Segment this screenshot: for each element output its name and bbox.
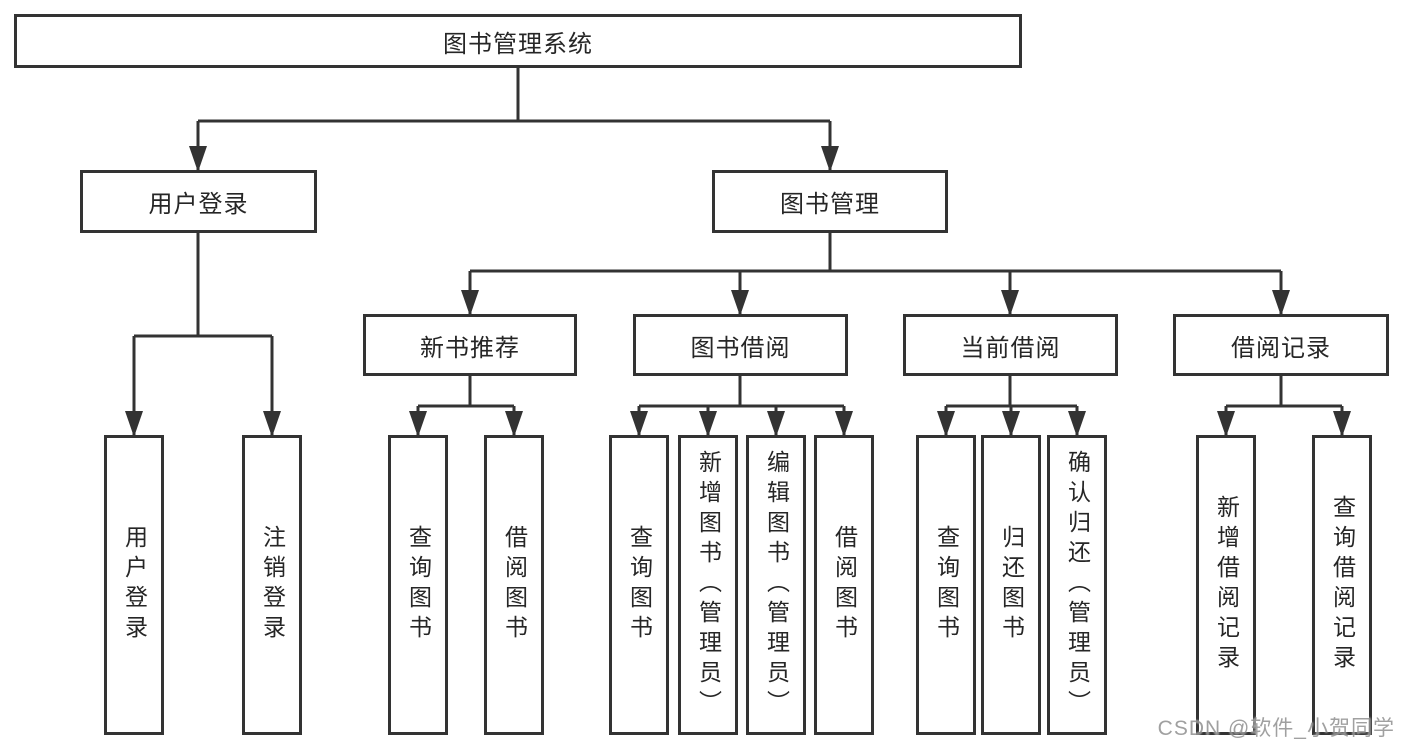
leaf-search-borrow-record: 查询借阅记录 <box>1312 435 1372 735</box>
connector-new-book-to-leaves <box>409 376 523 437</box>
node-new-book-recommendation: 新书推荐 <box>363 314 577 376</box>
leaf-add-books-admin: 新增图书（管理员） <box>678 435 738 735</box>
node-borrowing-records: 借阅记录 <box>1173 314 1389 376</box>
leaf-borrow-books: 借阅图书 <box>814 435 874 735</box>
connector-user-login-to-leaves <box>125 233 281 437</box>
leaf-search-books-current: 查询图书 <box>916 435 976 735</box>
leaf-search-books-newbook: 查询图书 <box>388 435 448 735</box>
connector-book-borrow-to-leaves <box>630 376 853 437</box>
connector-book-management-to-level3 <box>461 233 1290 316</box>
node-book-borrowing: 图书借阅 <box>633 314 848 376</box>
leaf-edit-books-admin: 编辑图书（管理员） <box>746 435 806 735</box>
leaf-add-borrow-record: 新增借阅记录 <box>1196 435 1256 735</box>
connector-current-borrow-to-leaves <box>937 376 1086 437</box>
node-user-login: 用户登录 <box>80 170 317 233</box>
leaf-borrow-books-newbook: 借阅图书 <box>484 435 544 735</box>
connector-root-to-level2 <box>189 68 839 172</box>
leaf-confirm-return-admin: 确认归还（管理员） <box>1047 435 1107 735</box>
connector-borrow-records-to-leaves <box>1217 376 1351 437</box>
leaf-return-books: 归还图书 <box>981 435 1041 735</box>
csdn-watermark: CSDN @软件_小贺同学 <box>1157 717 1395 740</box>
node-book-management: 图书管理 <box>712 170 948 233</box>
leaf-user-login: 用户登录 <box>104 435 164 735</box>
leaf-search-books-borrow: 查询图书 <box>609 435 669 735</box>
node-library-management-system: 图书管理系统 <box>14 14 1022 68</box>
node-current-borrowing: 当前借阅 <box>903 314 1118 376</box>
leaf-logout: 注销登录 <box>242 435 302 735</box>
